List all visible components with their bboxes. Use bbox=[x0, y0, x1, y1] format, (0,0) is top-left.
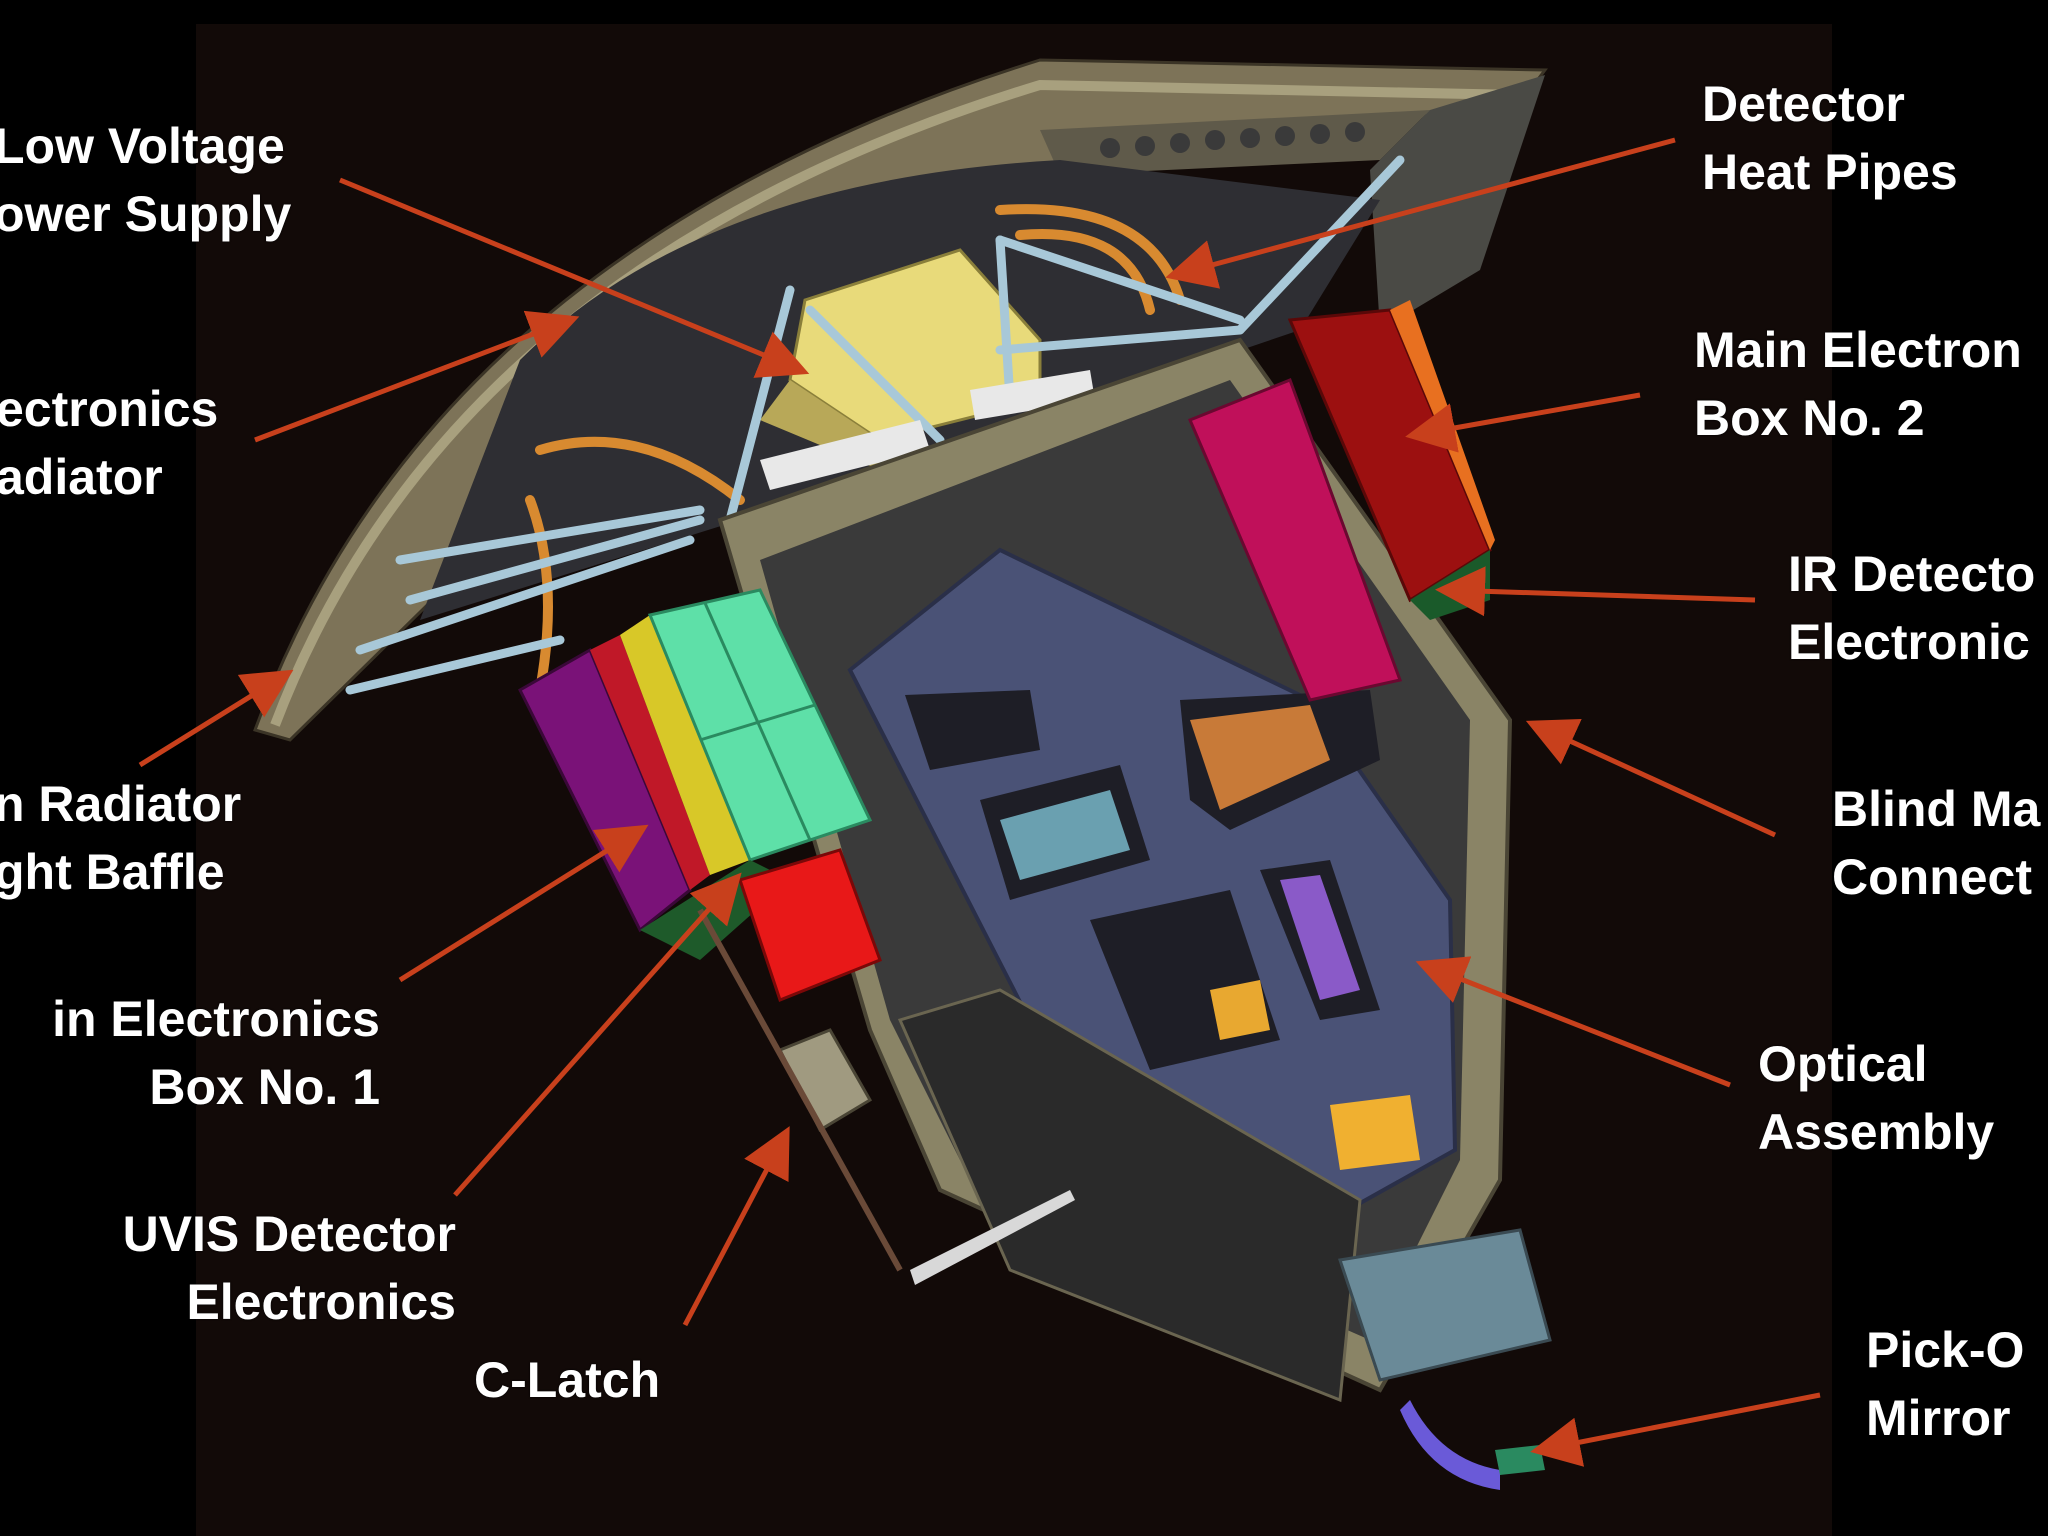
label-c-latch: C-Latch bbox=[474, 1346, 660, 1414]
label-line: adiator bbox=[0, 449, 163, 505]
arrow-optical-assembly bbox=[1415, 956, 1731, 1088]
label-detector-heat-pipes: Detector Heat Pipes bbox=[1702, 70, 1958, 206]
label-line: Electronic bbox=[1788, 614, 2030, 670]
label-line: Optical bbox=[1758, 1036, 1928, 1092]
arrow-radiator-light-baffle bbox=[138, 669, 294, 768]
arrow-detector-heat-pipes bbox=[1165, 137, 1676, 289]
callout-arrows bbox=[138, 137, 1821, 1467]
ir-detector-electronics-box bbox=[1188, 378, 1402, 702]
arrow-blind-mate-connector bbox=[1525, 718, 1777, 838]
label-main-electronics-box-1: in Electronics Box No. 1 bbox=[52, 985, 380, 1121]
label-line: ower Supply bbox=[0, 186, 292, 242]
label-line: ght Baffle bbox=[0, 844, 225, 900]
label-line: in Electronics bbox=[52, 991, 380, 1047]
label-line: C-Latch bbox=[474, 1352, 661, 1408]
optical-assembly-plate bbox=[847, 547, 1458, 1223]
arrow-main-electronics-box-1 bbox=[398, 824, 649, 983]
arrow-c-latch bbox=[682, 1126, 790, 1327]
label-ir-detector-electronics: IR Detecto Electronic bbox=[1788, 540, 2035, 676]
uvis-detector-electronics-box bbox=[738, 848, 882, 1002]
label-line: ectronics bbox=[0, 381, 219, 437]
label-line: Connect bbox=[1832, 849, 2032, 905]
label-line: Heat Pipes bbox=[1702, 144, 1958, 200]
label-radiator-light-baffle: n Radiator ght Baffle bbox=[0, 770, 241, 906]
label-line: UVIS Detector bbox=[122, 1206, 456, 1262]
label-line: n Radiator bbox=[0, 776, 242, 832]
label-low-voltage-power-supply: Low Voltage ower Supply bbox=[0, 112, 291, 248]
label-optical-assembly: Optical Assembly bbox=[1758, 1030, 1994, 1166]
label-line: Pick-O bbox=[1866, 1322, 2025, 1378]
arrow-ir-detector-electronics bbox=[1435, 566, 1756, 617]
label-main-electronics-box-2: Main Electron Box No. 2 bbox=[1694, 316, 2022, 452]
label-blind-mate-connector: Blind Ma Connect bbox=[1832, 775, 2040, 911]
label-line: Detector bbox=[1702, 76, 1905, 132]
c-latch bbox=[697, 908, 903, 1272]
label-pick-off-mirror: Pick-O Mirror bbox=[1866, 1316, 2024, 1452]
label-uvis-detector-electronics: UVIS Detector Electronics bbox=[123, 1200, 456, 1336]
arrow-uvis-detector-electronics bbox=[453, 872, 742, 1197]
label-line: Box No. 2 bbox=[1694, 390, 1925, 446]
label-line: Low Voltage bbox=[0, 118, 285, 174]
label-electronics-radiator: ectronics adiator bbox=[0, 375, 218, 511]
support-struts bbox=[345, 155, 1405, 695]
label-line: Assembly bbox=[1758, 1104, 1995, 1160]
arrow-pick-off-mirror bbox=[1530, 1392, 1821, 1467]
lower-section bbox=[897, 988, 1552, 1490]
label-line: Electronics bbox=[186, 1274, 456, 1330]
label-line: Blind Ma bbox=[1832, 781, 2041, 837]
arrow-low-voltage-power-supply bbox=[339, 177, 810, 378]
label-line: Main Electron bbox=[1694, 322, 2022, 378]
arrow-main-electronics-box-2 bbox=[1405, 392, 1641, 453]
label-line: IR Detecto bbox=[1788, 546, 2036, 602]
label-line: Mirror bbox=[1866, 1390, 2011, 1446]
arrow-electronics-radiator bbox=[254, 310, 580, 443]
label-line: Box No. 1 bbox=[149, 1059, 380, 1115]
